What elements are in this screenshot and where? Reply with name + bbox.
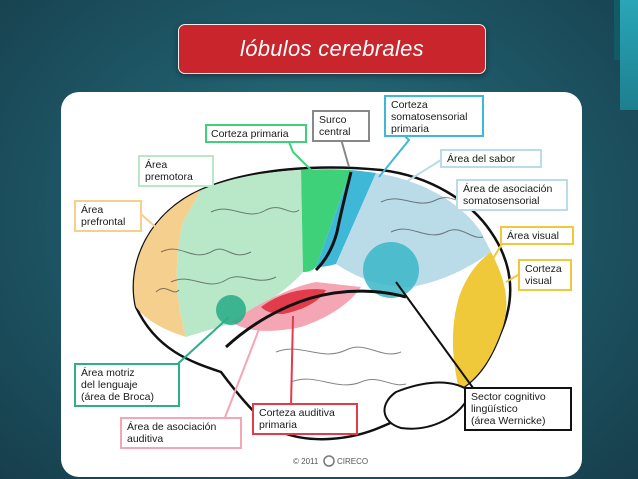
premotor-area (176, 170, 303, 337)
leader-sector-cognitivo (395, 281, 477, 393)
wernicke-area (363, 242, 419, 298)
box-corteza-primaria (205, 124, 307, 143)
title-banner: lóbulos cerebrales (178, 24, 486, 74)
leader-area-motriz (170, 316, 230, 371)
label-area-motriz-2: del lenguaje (81, 379, 138, 391)
label-area-prefrontal-2: prefrontal (81, 216, 125, 228)
label-area-asoc-auditiva-2: auditiva (127, 433, 163, 445)
box-area-asociacion-auditiva (120, 417, 242, 449)
label-corteza-somato-3: primaria (391, 123, 429, 135)
label-corteza-somato-2: somatosensorial (391, 111, 467, 123)
box-corteza-somatosensorial (384, 95, 484, 137)
label-sector-cognitivo-3: (área Wernicke) (471, 415, 546, 427)
label-corteza-visual-1: Corteza (525, 263, 562, 275)
box-sector-cognitivo (464, 387, 572, 431)
logo-text: CIRECO (337, 457, 368, 466)
label-corteza-visual-2: visual (525, 275, 552, 287)
label-surco-central-2: central (319, 126, 351, 138)
label-area-motriz-1: Área motriz (81, 366, 135, 379)
lateral-fissure (224, 289, 407, 349)
label-corteza-auditiva-1: Corteza auditiva (259, 407, 335, 419)
corner-accent (614, 0, 638, 110)
label-area-motriz-3: (área de Broca) (81, 391, 154, 403)
box-area-asociacion-somato (456, 179, 568, 211)
label-area-asoc-auditiva-1: Área de asociación (127, 420, 216, 433)
gyri-lines (155, 197, 484, 386)
label-area-asoc-somato-2: somatosensorial (463, 195, 539, 207)
label-surco-central-1: Surco (319, 114, 347, 126)
copyright-text: © 2011 (293, 457, 319, 466)
somatosensory-cortex (316, 170, 376, 267)
label-area-asoc-somato-1: Área de asociación (463, 182, 552, 195)
label-corteza-auditiva-2: primaria (259, 419, 297, 431)
label-area-premotora-1: Área (145, 158, 167, 171)
occipital-lobe (452, 252, 507, 390)
label-corteza-primaria: Corteza primaria (211, 128, 289, 140)
label-area-visual: Área visual (507, 229, 559, 242)
motor-cortex (301, 169, 351, 272)
diagram-panel: Corteza primaria Surco central Corteza s… (61, 92, 582, 477)
label-sector-cognitivo-1: Sector cognitivo (471, 391, 546, 403)
box-area-premotora (138, 155, 214, 187)
box-corteza-auditiva (252, 403, 358, 435)
label-corteza-somato-1: Corteza (391, 99, 428, 111)
label-boxes: Corteza primaria Surco central Corteza s… (74, 95, 574, 449)
box-area-sabor (440, 149, 542, 168)
box-corteza-visual (518, 259, 572, 291)
brain (132, 166, 512, 441)
box-surco-central (312, 110, 370, 142)
leader-corteza-primaria (288, 141, 324, 183)
box-area-prefrontal (74, 200, 142, 232)
box-area-motriz (74, 363, 180, 407)
brain-diagram: Corteza primaria Surco central Corteza s… (74, 95, 574, 467)
primary-auditory-cortex (261, 289, 326, 314)
central-sulcus (314, 171, 353, 272)
label-area-prefrontal-1: Área (81, 203, 103, 216)
broca-area (216, 295, 246, 325)
leader-area-sabor (360, 159, 442, 211)
label-area-sabor: Área del sabor (447, 152, 516, 165)
leader-area-asociacion-auditiva (223, 323, 262, 421)
prefrontal-lobe (133, 190, 201, 337)
logo-icon (323, 455, 335, 467)
slide-title: lóbulos cerebrales (240, 36, 424, 61)
label-area-premotora-2: premotora (145, 171, 193, 183)
label-sector-cognitivo-2: lingüístico (471, 403, 518, 415)
box-area-visual (500, 226, 574, 245)
cerebellum (383, 381, 473, 430)
leader-corteza-auditiva (290, 315, 294, 407)
leader-area-prefrontal (140, 213, 162, 233)
leader-surco-central (340, 138, 350, 168)
